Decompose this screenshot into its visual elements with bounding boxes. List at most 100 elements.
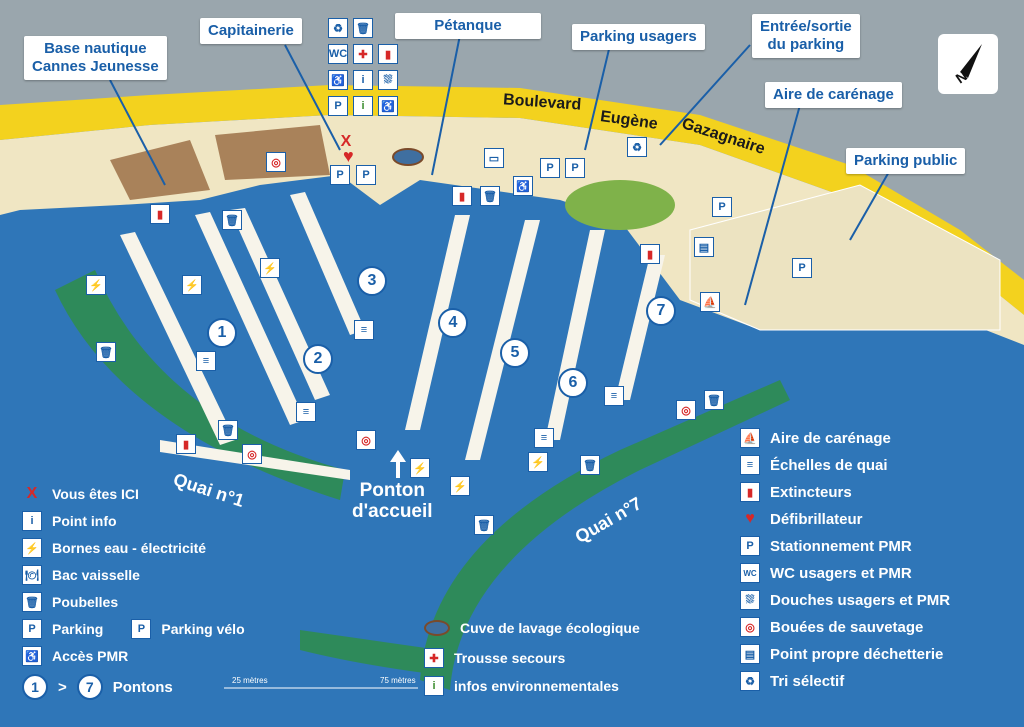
legend-label: Parking <box>52 621 104 637</box>
ladder-map-icon-5: ≡ <box>534 428 554 448</box>
ladder-map-icon-2: ≡ <box>354 320 374 340</box>
ponton-separator: > <box>58 678 67 696</box>
green-space <box>565 180 675 230</box>
ponton-2a-shape <box>195 212 305 425</box>
waste-point-map-icon: ▤ <box>694 237 714 257</box>
recycling-icon: ♻ <box>740 671 760 691</box>
trash-map-icon-7: 🗑 <box>218 420 238 440</box>
public-parking-map-icon: P <box>792 258 812 278</box>
defibrillator-icon: ♥ <box>745 510 755 527</box>
water-electric-map-icon-5: ⚡ <box>450 476 470 496</box>
bike-parking-map-icon-2: P <box>356 165 376 185</box>
callout-entree-sortie: Entrée/sortie du parking <box>752 14 860 58</box>
legend-row: ≡Échelles de quai <box>740 455 888 475</box>
arrow-parking-public <box>849 169 891 241</box>
capitainerie-env-info-icon: i <box>353 96 373 116</box>
arrow-parking-usagers <box>584 44 611 151</box>
scale-line <box>224 687 418 689</box>
water-electric-map-icon-6: ⚡ <box>528 452 548 472</box>
first-aid-icon: ✚ <box>424 648 444 668</box>
legend-label: Point info <box>52 513 117 529</box>
arrow-entree-sortie <box>659 44 751 146</box>
scale-label-75: 75 mètres <box>380 676 416 685</box>
callout-arrows <box>109 34 891 306</box>
ponton-to-badge: 7 <box>76 674 103 700</box>
capitainerie-trash-icon: 🗑 <box>353 18 373 38</box>
lifebuoy-map-icon: ◎ <box>266 152 286 172</box>
ponton-number-5: 5 <box>500 338 530 368</box>
ponton-number-7: 7 <box>646 296 676 326</box>
quai7-tip <box>300 630 440 675</box>
legend-row: ▮Extincteurs <box>740 482 852 502</box>
trash-map-icon-3: 🗑 <box>480 186 500 206</box>
water-electric-map-icon-3: ⚡ <box>260 258 280 278</box>
pmr-access-map-icon: ♿ <box>513 176 533 196</box>
legend-row: 🗑 Poubelles <box>22 592 118 612</box>
legend-label: infos environnementales <box>454 678 619 694</box>
quai7-jetty <box>420 380 790 690</box>
trash-map-icon-6: 🗑 <box>704 390 724 410</box>
ponton-1-shape <box>120 232 235 445</box>
legend-label: Pontons <box>112 678 173 696</box>
ponton-number-3: 3 <box>357 266 387 296</box>
water-electric-icon: ⚡ <box>22 538 42 558</box>
callout-petanque: Pétanque <box>395 13 541 39</box>
legend-label: Bornes eau - électricité <box>52 540 207 556</box>
legend-row: 🍽 Bac vaisselle <box>22 565 140 585</box>
legend-label: WC usagers et PMR <box>770 564 912 582</box>
legend-label: Aire de carénage <box>770 429 891 447</box>
capitainerie-shower-icon: ⛆ <box>378 70 398 90</box>
arrow-aire-carenage <box>744 104 801 306</box>
capitainerie-pmr-icon: ♿ <box>328 70 348 90</box>
legend-label: Poubelles <box>52 594 119 610</box>
legend-row: ▤Point propre déchetterie <box>740 644 943 664</box>
pmr-access-icon: ♿ <box>22 646 42 666</box>
capitainerie-recycling-icon: ♻ <box>328 18 348 38</box>
legend-row: ✚ Trousse secours <box>424 648 565 668</box>
trash-map-icon-2: 🗑 <box>222 210 242 230</box>
capitainerie-pmr-icon-2: ♿ <box>378 96 398 116</box>
pmr-parking-map-icon-3: P <box>712 197 732 217</box>
bike-parking-icon: P <box>131 619 152 639</box>
bike-parking-map-icon: P <box>330 165 350 185</box>
capitainerie-extinguisher-icon: ▮ <box>378 44 398 64</box>
ponton-number-4: 4 <box>438 308 468 338</box>
compass-north-icon: N <box>938 34 998 94</box>
legend-label: Bouées de sauvetage <box>770 618 924 636</box>
legend-label: Vous êtes ICI <box>52 486 139 502</box>
legend-row: Cuve de lavage écologique <box>424 620 640 636</box>
legend-row: i Point info <box>22 511 117 531</box>
legend-label: Accès PMR <box>52 648 129 664</box>
arrow-base-nautique <box>109 79 166 186</box>
x-mark-icon: X <box>26 485 38 502</box>
legend-row: ♻ Tri sélectif <box>740 671 844 691</box>
legend-row: ⛵Aire de carénage <box>740 428 891 448</box>
ladder-icon: ≡ <box>740 455 760 475</box>
ponton-accueil-label: Ponton d'accueil <box>352 480 433 522</box>
scale-label-25: 25 mètres <box>232 676 268 685</box>
compass-arrow-icon: N <box>953 44 982 86</box>
capitainerie-info-icon: i <box>353 70 373 90</box>
parking-icon: P <box>22 619 42 639</box>
callout-parking-public: Parking public <box>846 148 966 174</box>
lifebuoy-map-icon-3: ◎ <box>356 430 376 450</box>
careening-map-icon: ⛵ <box>700 292 720 312</box>
pmr-parking-map-icon-2: P <box>565 158 585 178</box>
legend-label: Bac vaisselle <box>52 567 140 583</box>
accueil-arrow-icon <box>390 450 406 478</box>
legend-label: Tri sélectif <box>770 672 845 690</box>
dishwash-icon: 🍽 <box>22 565 42 585</box>
water-electric-map-icon: ⚡ <box>86 275 106 295</box>
trash-map-icon-4: 🗑 <box>580 455 600 475</box>
legend-label: Trousse secours <box>454 650 566 666</box>
legend-row: ⛆Douches usagers et PMR <box>740 590 950 610</box>
env-info-icon: i <box>424 676 444 696</box>
legend-row: ♥Défibrillateur <box>740 509 862 529</box>
info-icon: i <box>22 511 42 531</box>
callout-parking-usagers: Parking usagers <box>572 24 705 50</box>
trash-map-icon-5: 🗑 <box>474 515 494 535</box>
ponton-4-shape <box>405 215 470 430</box>
legend-label: Cuve de lavage écologique <box>460 620 640 636</box>
